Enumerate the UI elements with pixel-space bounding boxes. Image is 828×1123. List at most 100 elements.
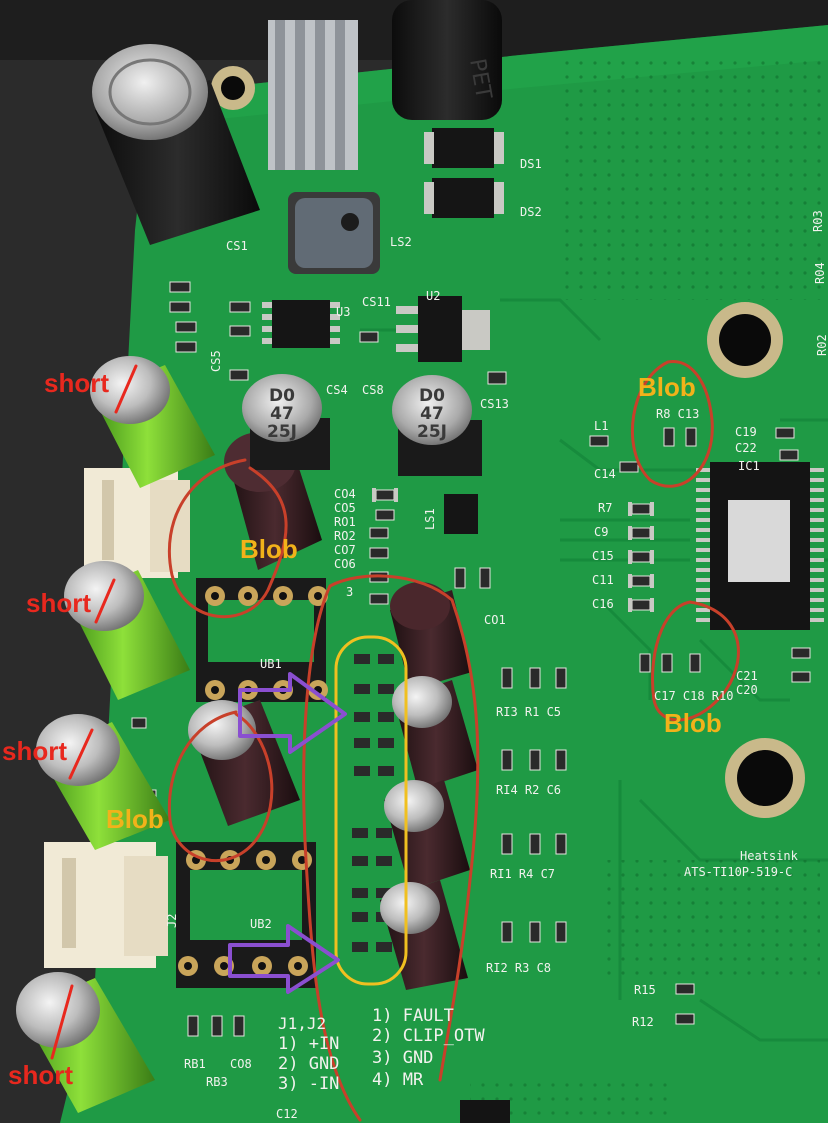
silk-c11: C11 (592, 573, 614, 587)
brown-capacitor-c4 (380, 880, 468, 990)
smd-cap-right (392, 375, 482, 476)
brown-capacitor-c1 (390, 582, 472, 690)
silk-c15: C15 (592, 549, 614, 563)
silk-rb1: RB1 (184, 1057, 206, 1071)
silk-cs13: CS13 (480, 397, 509, 411)
silk-r03: R03 (811, 210, 825, 232)
silk-r14-r2-c6: RI4 R2 C6 (496, 783, 562, 797)
silk-j1j2: J1,J2 (278, 1014, 327, 1033)
silk-ds2: DS2 (520, 205, 542, 219)
silk-ds1: DS1 (520, 157, 542, 171)
silk-l1: L1 (594, 419, 609, 433)
silk-pin3-right: 3) GND (372, 1048, 434, 1068)
silk-c20: C20 (736, 683, 758, 697)
label-blob-3: Blob (106, 804, 164, 834)
inductor-ls2 (288, 192, 380, 274)
silk-heatsink: Heatsink (740, 849, 798, 863)
connector-j1 (84, 468, 190, 578)
silk-ro2: RO2 (334, 529, 356, 543)
silk-r13-r1-c5: RI3 R1 C5 (496, 705, 562, 719)
mounting-hole-topleft (211, 66, 255, 110)
black-capacitor-top-center: PET (392, 0, 502, 120)
silk-ls1: LS1 (423, 508, 437, 530)
cap-marking-right: D0 47 25J (417, 386, 447, 442)
smd-passives (131, 281, 811, 1037)
silk-r04: R04 (813, 262, 827, 284)
black-capacitor-top-left (92, 44, 260, 245)
silk-cs4: CS4 (326, 383, 348, 397)
blob-circle-2 (630, 360, 714, 488)
silk-c21: C21 (736, 669, 758, 683)
silk-pin1-left: 1) +IN (278, 1034, 340, 1054)
transistor-ls1 (444, 494, 478, 534)
silk-u3: U3 (336, 305, 351, 319)
purple-arrow-2 (228, 924, 340, 994)
silk-r15: R15 (634, 983, 656, 997)
silk-r12-right: R12 (632, 1015, 654, 1029)
silk-r8-c13: R8 C13 (656, 407, 700, 421)
label-short-4: short (8, 1060, 73, 1090)
silk-cs5: CS5 (209, 350, 223, 372)
silk-pin1-right: 1) FAULT (372, 1006, 454, 1026)
label-short-3: short (2, 736, 67, 766)
silk-j2: J2 (165, 913, 179, 928)
label-short-1: short (44, 368, 109, 398)
silk-pin4-right: 4) MR (372, 1070, 424, 1090)
short-slash-1 (114, 364, 138, 414)
silk-rb3: RB3 (206, 1075, 228, 1089)
silk-cs11: CS11 (362, 295, 391, 309)
blob-circle-3 (167, 710, 274, 863)
green-capacitor-4 (16, 972, 155, 1113)
silk-heatsink-part: ATS-TI10P-519-C (684, 865, 793, 879)
silk-c9: C9 (594, 525, 609, 539)
green-capacitor-2 (64, 561, 190, 700)
ic1-chip (696, 462, 824, 630)
silk-co1: CO1 (484, 613, 506, 627)
short-slash-2 (94, 578, 116, 624)
label-short-2: short (26, 588, 91, 618)
silk-ls2: LS2 (390, 235, 412, 249)
silk-c12: C12 (276, 1107, 298, 1121)
silk-u2: U2 (426, 289, 441, 303)
red-markup-circles (167, 360, 740, 1122)
silk-r02: R02 (815, 334, 828, 356)
silk-c16: C16 (592, 597, 614, 611)
silk-r12-r3-c8: RI2 R3 C8 (486, 961, 552, 975)
silk-co8: CO8 (230, 1057, 252, 1071)
small-heatsink (268, 20, 358, 170)
yellow-highlight-box (334, 635, 408, 986)
silk-cs1: CS1 (226, 239, 248, 253)
silk-c17-c18-r10: C17 C18 R10 (654, 689, 734, 703)
regulator-u2 (396, 296, 490, 362)
silk-c14: C14 (594, 467, 616, 481)
silk-c19: C19 (735, 425, 757, 439)
label-blob-1: Blob (240, 534, 298, 564)
short-slash-3 (68, 728, 94, 780)
silk-c22: C22 (735, 441, 757, 455)
socket-ub1 (196, 578, 328, 702)
silk-ub1: UB1 (260, 657, 282, 671)
short-slash-4 (50, 984, 74, 1060)
mounting-hole-top (707, 302, 783, 378)
label-blob-4: Blob (664, 708, 722, 738)
socket-ub2 (176, 842, 316, 988)
mounting-hole-bottom (725, 738, 805, 818)
silk-cs8: CS8 (362, 383, 384, 397)
ic-u3 (262, 300, 340, 348)
green-capacitor-3 (36, 714, 170, 850)
silk-co3: 3 (346, 585, 354, 599)
silk-co6: CO6 (334, 557, 356, 571)
silk-pin2-right: 2) CLIP_OTW (372, 1026, 485, 1046)
circle-center (302, 574, 480, 1122)
connector-j2 (44, 842, 168, 968)
silk-pin2-left: 2) GND (278, 1054, 340, 1074)
cap-marking-left: D0 47 25J (267, 386, 297, 442)
silk-ro1: RO1 (334, 515, 356, 529)
smd-cap-left (242, 374, 330, 470)
silk-co7: CO7 (334, 543, 356, 557)
silk-r11-r4-c7: RI1 R4 C7 (490, 867, 556, 881)
blob-circle-4 (651, 600, 740, 722)
silk-co5: CO5 (334, 501, 356, 515)
